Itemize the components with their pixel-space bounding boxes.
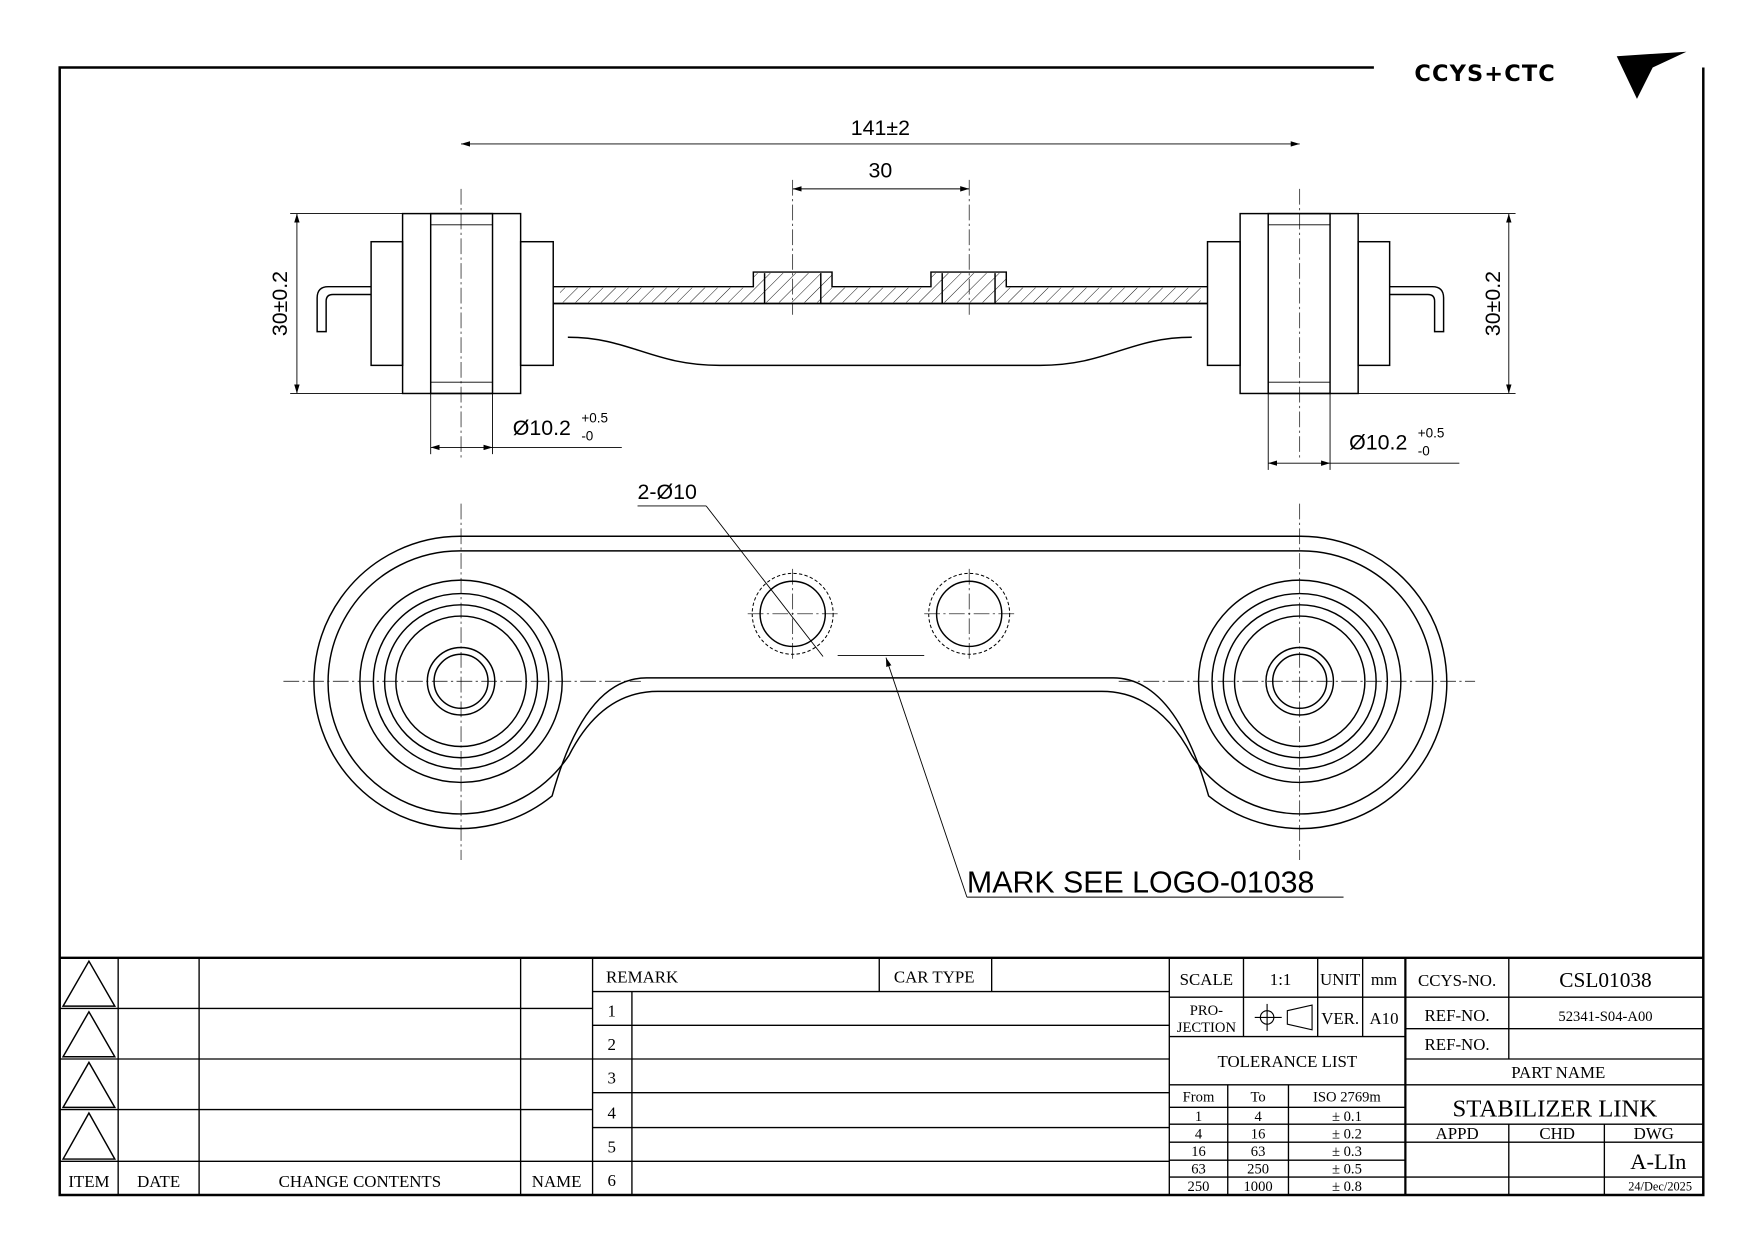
label: JECTION [1177, 1020, 1237, 1036]
label: -0 [581, 429, 593, 444]
label: CAR TYPE [894, 968, 975, 987]
label: 4 [607, 1104, 616, 1123]
label: UNIT [1320, 970, 1361, 989]
label: NAME [532, 1172, 582, 1191]
dimensions: 141±2 30 30±0.2 30±0.2 Ø10.2 +0.5 -0 Ø10… [268, 116, 1516, 657]
label: 52341-S04-A00 [1558, 1009, 1652, 1025]
label: A-LIn [1630, 1149, 1686, 1174]
label: 2-Ø10 [638, 480, 697, 504]
tolerance-cell: ± 0.5 [1332, 1161, 1362, 1177]
label: 1:1 [1270, 970, 1292, 989]
revision-triangles [61, 959, 117, 1160]
label: PART NAME [1511, 1063, 1605, 1082]
label: PRO- [1190, 1003, 1223, 1019]
label: TOLERANCE LIST [1217, 1052, 1357, 1071]
label: APPD [1436, 1124, 1479, 1143]
label: ISO 2769m [1313, 1090, 1381, 1106]
label: A10 [1369, 1009, 1398, 1028]
label: REMARK [606, 968, 678, 987]
label: 30 [868, 159, 892, 183]
tolerance-cell: 1000 [1243, 1179, 1272, 1195]
tolerance-cell: ± 0.2 [1332, 1126, 1362, 1142]
label: 6 [607, 1171, 615, 1190]
label: 2 [607, 1035, 615, 1054]
tolerance-cell: ± 0.8 [1332, 1179, 1362, 1195]
label: ITEM [68, 1172, 109, 1191]
label: CHANGE CONTENTS [279, 1172, 442, 1191]
label: DWG [1634, 1124, 1674, 1143]
label: CCYS+CTC [1414, 61, 1556, 87]
label: 5 [607, 1137, 615, 1156]
tolerance-cell: 1 [1195, 1109, 1202, 1125]
tolerance-cell: ± 0.1 [1332, 1109, 1362, 1125]
label: -0 [1418, 443, 1430, 458]
label: 24/Dec/2025 [1628, 1180, 1692, 1194]
label: mm [1371, 970, 1397, 989]
label: CCYS-NO. [1418, 971, 1496, 990]
tolerance-cell: 63 [1251, 1144, 1266, 1160]
part-name: STABILIZER LINK [1453, 1095, 1658, 1122]
tolerance-cell: 250 [1247, 1161, 1269, 1177]
label: 3 [607, 1069, 615, 1088]
label: CSL01038 [1559, 968, 1652, 992]
label: +0.5 [581, 411, 608, 426]
section-view [316, 179, 1445, 461]
label: VER. [1321, 1009, 1359, 1028]
label: DATE [137, 1172, 180, 1191]
label: SCALE [1180, 970, 1233, 989]
label: 141±2 [851, 116, 910, 140]
label: 1 [607, 1001, 615, 1020]
label: From [1183, 1090, 1215, 1106]
label: Ø10.2 [513, 416, 571, 440]
frame [58, 66, 1705, 1197]
title-block: ITEM DATE CHANGE CONTENTS NAME REMARK CA… [59, 956, 1704, 1196]
tolerance-cell: 63 [1191, 1161, 1206, 1177]
tolerance-cell: ± 0.3 [1332, 1144, 1362, 1160]
label: REF-NO. [1425, 1035, 1490, 1054]
projection-symbol-icon [1254, 1003, 1313, 1031]
mark-note: MARK SEE LOGO-01038 [967, 867, 1314, 900]
tolerance-cell: 16 [1191, 1144, 1206, 1160]
tolerance-cell: 250 [1188, 1179, 1210, 1195]
label: 30±0.2 [1481, 271, 1505, 336]
tolerance-cell: 4 [1195, 1126, 1203, 1142]
company-logo: CCYS+CTC [1414, 51, 1687, 99]
label: REF-NO. [1425, 1006, 1490, 1025]
label: CHD [1539, 1124, 1575, 1143]
tolerance-cell: 16 [1251, 1126, 1266, 1142]
label: To [1250, 1090, 1265, 1106]
tolerance-cell: 4 [1254, 1109, 1262, 1125]
plan-view: MARK SEE LOGO-01038 [283, 503, 1476, 900]
label: Ø10.2 [1349, 431, 1407, 455]
label: +0.5 [1418, 425, 1445, 440]
label: 30±0.2 [268, 271, 292, 336]
